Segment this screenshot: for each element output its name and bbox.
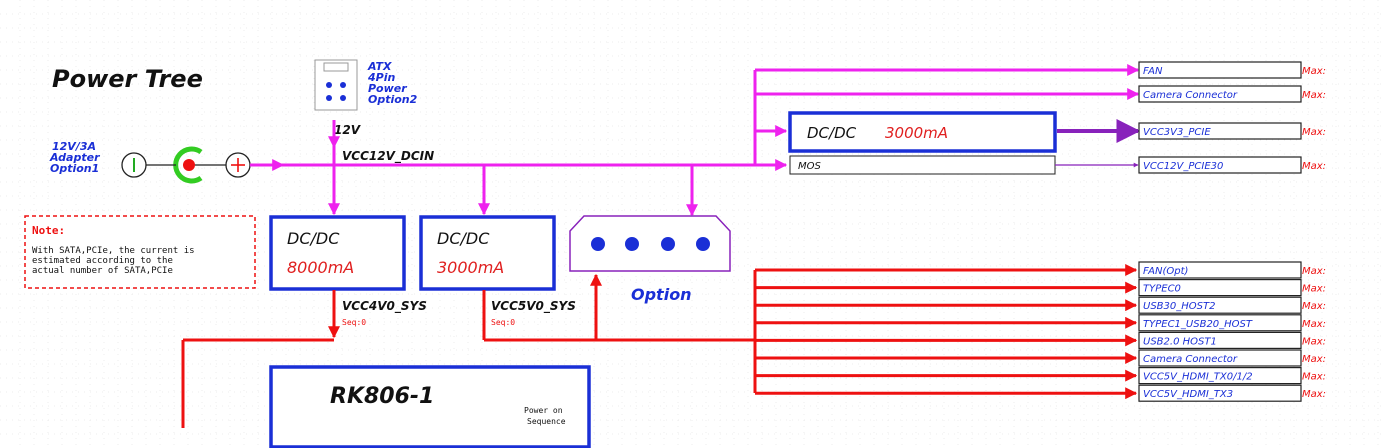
pmic-note-line-2: Sequence [527, 417, 566, 426]
atx-label-line-3: Power [368, 82, 407, 95]
rail-4v0-name: VCC4V0_SYS [342, 299, 427, 314]
rail-5v-lines [181, 270, 757, 428]
output-5v-max-label: Max: [1302, 284, 1326, 295]
output-5v-max-label: Max: [1302, 266, 1326, 277]
mos-label: MOS [798, 161, 821, 172]
pcie-rail-lines [1055, 119, 1141, 168]
dcdc-5v0-name: DC/DC [437, 229, 490, 248]
output-5v-label: USB2.0 HOST1 [1143, 336, 1217, 347]
rail-5v-output-arrows [755, 264, 1138, 400]
output-12v-max-label: Max: [1302, 127, 1326, 138]
rail-12v-label: VCC12V_DCIN [342, 149, 434, 164]
mos-box [789, 155, 1056, 175]
note-line-2: estimated according to the [32, 256, 173, 266]
atx-label-line-1: ATX [367, 60, 392, 73]
pmic-name: RK806-1 [330, 384, 434, 409]
output-5v-label: VCC5V_HDMI_TX0/1/2 [1143, 372, 1253, 383]
output-12v-max-label: Max: [1302, 161, 1326, 172]
atx-connector [314, 59, 358, 111]
output-12v-box [1138, 61, 1302, 79]
dcdc-4v0-current: 8000mA [287, 258, 354, 277]
output-5v-label: Camera Connector [1143, 354, 1238, 365]
output-12v-max-label: Max: [1302, 66, 1326, 77]
diagram-title: Power Tree [52, 65, 203, 93]
output-5v-label: FAN(Opt) [1143, 266, 1188, 277]
dcdc-5v0-current: 3000mA [437, 258, 504, 277]
note-line-1: With SATA,PCIe, the current is [32, 246, 195, 256]
output-5v-max-label: Max: [1302, 372, 1326, 383]
adapter-label-line-3: Option1 [50, 162, 99, 175]
output-5v-box [1138, 367, 1302, 385]
note-heading: Note: [32, 224, 65, 237]
option-connector [569, 215, 731, 272]
output-5v-label: TYPEC0 [1143, 284, 1181, 295]
dcdc-4v0-box [269, 215, 406, 291]
rail-4v0-seq: Seq:0 [342, 318, 366, 327]
adapter-label-line-2: Adapter [49, 151, 100, 164]
pmic-note-line-1: Power on [524, 406, 563, 415]
output-12v-box [1138, 122, 1302, 140]
output-5v-label: VCC5V_HDMI_TX3 [1143, 389, 1233, 400]
output-5v-label: TYPEC1_USB20_HOST [1143, 319, 1253, 330]
output-5v-max-label: Max: [1302, 319, 1326, 330]
atx-label-line-2: 4Pin [367, 71, 395, 84]
atx-12v-label: 12V [334, 123, 362, 137]
note-line-3: actual number of SATA,PCIe [32, 266, 173, 276]
note-box [24, 215, 256, 289]
dcdc-3v3-current: 3000mA [885, 124, 948, 142]
output-5v-max-label: Max: [1302, 336, 1326, 347]
output-12v-max-label: Max: [1302, 90, 1326, 101]
atx-label-line-4: Option2 [368, 93, 418, 106]
output-12v-box [1138, 85, 1302, 103]
dcdc-3v3-box [788, 111, 1057, 153]
dcdc-5v0-box [419, 215, 556, 291]
atx-connector-icon [314, 59, 358, 111]
output-5v-box [1138, 349, 1302, 367]
rail-5v0-name: VCC5V0_SYS [491, 299, 576, 314]
output-5v-max-label: Max: [1302, 389, 1326, 400]
output-12v-label: VCC12V_PCIE30 [1143, 161, 1223, 172]
output-5v-box [1138, 384, 1302, 402]
dcdc-3v3-name: DC/DC [807, 124, 857, 142]
rail-12v-lines [250, 64, 1140, 217]
pmic-box [269, 365, 591, 448]
output-5v-box [1138, 279, 1302, 297]
output-12v-label: Camera Connector [1143, 90, 1238, 101]
option-label: Option [631, 285, 692, 304]
output-5v-box [1138, 261, 1302, 279]
output-5v-max-label: Max: [1302, 301, 1326, 312]
output-5v-max-label: Max: [1302, 354, 1326, 365]
output-12v-box [1138, 156, 1302, 174]
output-12v-label: VCC3V3_PCIE [1143, 127, 1211, 138]
output-5v-box [1138, 296, 1302, 314]
rail-5v0-seq: Seq:0 [491, 318, 515, 327]
output-5v-box [1138, 331, 1302, 349]
output-5v-label: USB30_HOST2 [1143, 301, 1215, 312]
dcdc-4v0-name: DC/DC [287, 229, 340, 248]
adapter-label-line-1: 12V/3A [52, 140, 96, 153]
output-5v-box [1138, 314, 1302, 332]
output-12v-label: FAN [1143, 66, 1163, 77]
